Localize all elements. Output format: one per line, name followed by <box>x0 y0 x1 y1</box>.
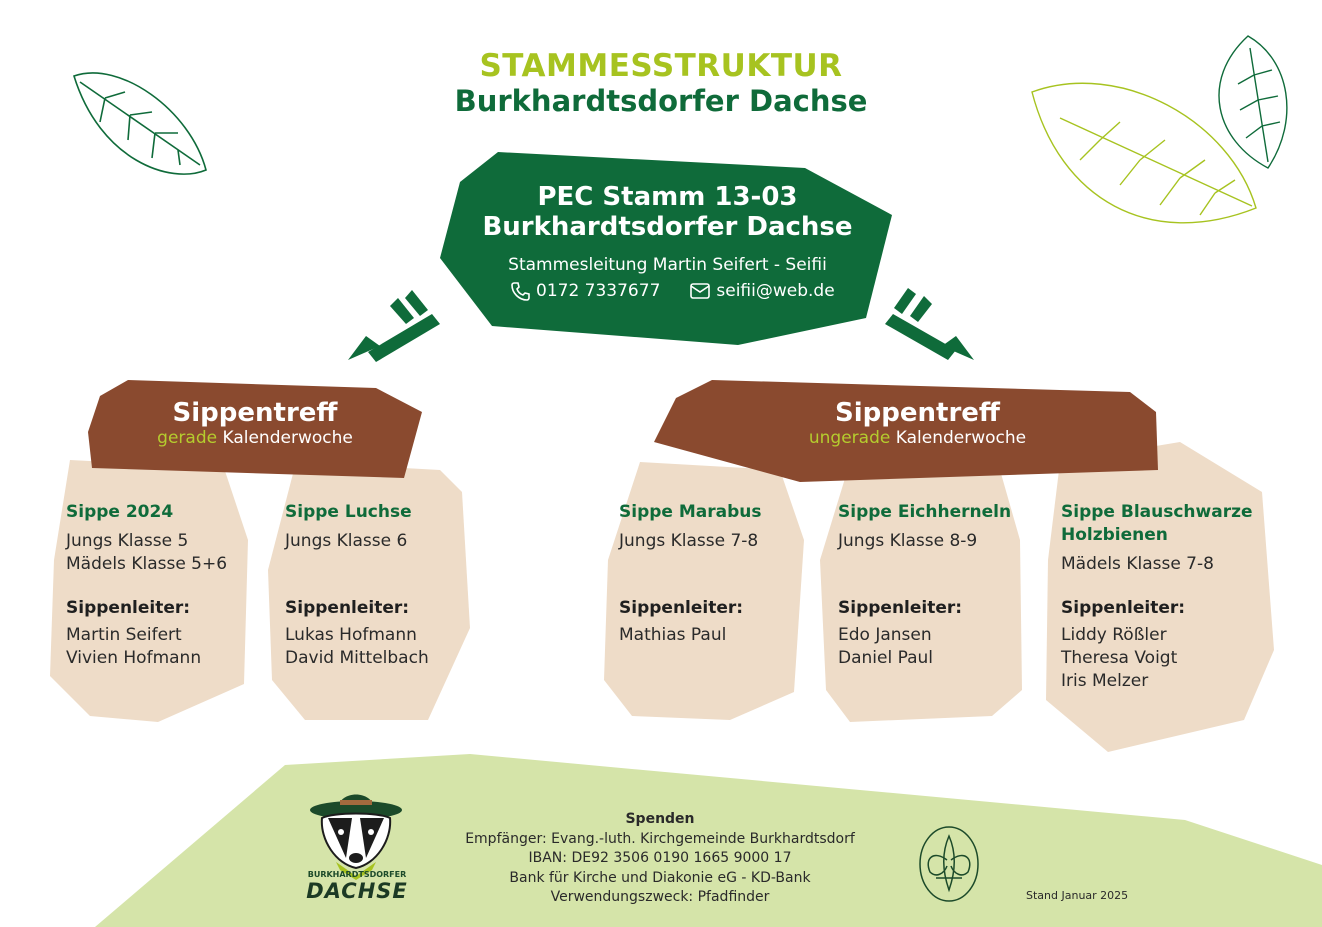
donation-line: Bank für Kirche und Diakonie eG - KD-Ban… <box>509 869 811 886</box>
sippe-name: Sippe Eichherneln <box>838 502 1012 522</box>
sippe-leader: Lukas Hofmann <box>285 625 417 645</box>
stamm-leader: Stammesleitung Martin Seifert - Seifii <box>508 255 827 275</box>
group-odd-title: Sippentreff <box>835 398 1000 428</box>
sippe-member-line: Mädels Klasse 7-8 <box>1061 554 1214 574</box>
group-even-title: Sippentreff <box>172 398 338 428</box>
sippe-name: Sippe Blauschwarze Holzbienen <box>1061 502 1253 545</box>
sippe-member-line: Jungs Klasse 6 <box>285 531 408 551</box>
donation-heading: Spenden <box>625 811 695 827</box>
group-odd-week-rest: Kalenderwoche <box>890 428 1027 448</box>
sippe-card: Sippe 2024 Jungs Klasse 5 Mädels Klasse … <box>66 501 246 670</box>
badger-logo-icon <box>310 794 402 880</box>
leaf-right-icon <box>1031 82 1257 224</box>
sippe-leader: Mathias Paul <box>619 625 727 645</box>
lily-emblem-icon <box>919 826 979 902</box>
sippe-leaders-label: Sippenleiter: <box>285 598 410 618</box>
logo-wordmark-top: BURKHARDTSDORFER <box>307 870 407 879</box>
sippe-leaders-label: Sippenleiter: <box>1061 598 1186 618</box>
mail-icon <box>690 283 711 299</box>
donation-line: Empfänger: Evang.-luth. Kirchgemeinde Bu… <box>465 830 855 847</box>
sippe-card: Sippe Marabus Jungs Klasse 7-8 Sippenlei… <box>619 501 799 647</box>
card-shape-5 <box>1046 442 1274 752</box>
card-shape-2 <box>268 462 470 720</box>
stand-date: Stand Januar 2025 <box>1026 889 1129 902</box>
sippe-leader: Daniel Paul <box>838 648 933 668</box>
logo-wordmark-main: DACHSE <box>306 879 408 903</box>
sippe-card: Sippe Luchse Jungs Klasse 6 Sippenleiter… <box>285 501 465 670</box>
sippe-leader: Martin Seifert <box>66 625 182 645</box>
group-even-week-highlight: gerade <box>157 428 218 448</box>
stamm-title-line1: PEC Stamm 13-03 <box>537 182 798 212</box>
sippe-leader: Vivien Hofmann <box>66 648 202 668</box>
card-shape-4 <box>820 462 1022 722</box>
sippe-leader: David Mittelbach <box>285 648 429 668</box>
sippe-card: Sippe Blauschwarze Holzbienen Mädels Kla… <box>1061 501 1256 693</box>
group-even-week-rest: Kalenderwoche <box>217 428 353 448</box>
group-odd-week-highlight: ungerade <box>808 428 891 448</box>
card-shape-3 <box>604 462 804 720</box>
sippe-name: Sippe 2024 <box>66 502 174 522</box>
footer-background <box>95 754 1322 927</box>
donation-info: Spenden Empfänger: Evang.-luth. Kirchgem… <box>440 810 880 908</box>
stamm-title: PEC Stamm 13-03 Burkhardtsdorfer Dachse <box>440 182 895 242</box>
sippe-name: Sippe Luchse <box>285 502 412 522</box>
page-title: STAMMESSTRUKTUR <box>479 48 843 84</box>
phone-number[interactable]: 0172 7337677 <box>536 281 661 301</box>
sippe-leaders-label: Sippenleiter: <box>838 598 963 618</box>
group-odd: Sippentreff ungerade Kalenderwoche <box>660 398 1175 448</box>
card-shape-1 <box>50 460 248 722</box>
sippe-leader: Theresa Voigt <box>1061 648 1178 668</box>
group-even: Sippentreff gerade Kalenderwoche <box>90 398 420 448</box>
sippe-leader: Liddy Rößler <box>1061 625 1167 645</box>
group-bar-2 <box>654 380 1158 482</box>
group-odd-week: ungerade Kalenderwoche <box>660 428 1175 448</box>
sippe-member-line: Jungs Klasse 8-9 <box>838 531 978 551</box>
stamm-box <box>440 152 892 345</box>
phone-icon <box>511 282 530 301</box>
donation-line: IBAN: DE92 3506 0190 1665 9000 17 <box>528 850 792 866</box>
sippe-leader: Iris Melzer <box>1061 671 1149 691</box>
sippe-leader: Edo Jansen <box>838 625 932 645</box>
leaf-left-icon <box>73 72 207 175</box>
stamm-title-line2: Burkhardtsdorfer Dachse <box>482 212 853 242</box>
sippe-name: Sippe Marabus <box>619 502 762 522</box>
group-even-week: gerade Kalenderwoche <box>90 428 420 448</box>
sippe-leaders-label: Sippenleiter: <box>66 598 191 618</box>
sippe-card: Sippe Eichherneln Jungs Klasse 8-9 Sippe… <box>838 501 1018 670</box>
sippe-member-line: Jungs Klasse 7-8 <box>619 531 759 551</box>
sippe-member-line: Jungs Klasse 5 <box>66 531 189 551</box>
donation-line: Verwendungszweck: Pfadfinder <box>550 889 770 905</box>
sippe-member-line: Mädels Klasse 5+6 <box>66 554 228 574</box>
arrow-right-icon <box>885 288 974 360</box>
stamm-contact: 0172 7337677 seifii@web.de <box>510 281 835 301</box>
arrow-left-icon <box>348 290 440 362</box>
sippe-leaders-label: Sippenleiter: <box>619 598 744 618</box>
page-subtitle: Burkhardtsdorfer Dachse <box>454 84 868 118</box>
email-address[interactable]: seifii@web.de <box>716 281 835 301</box>
group-bar-1 <box>88 380 422 478</box>
